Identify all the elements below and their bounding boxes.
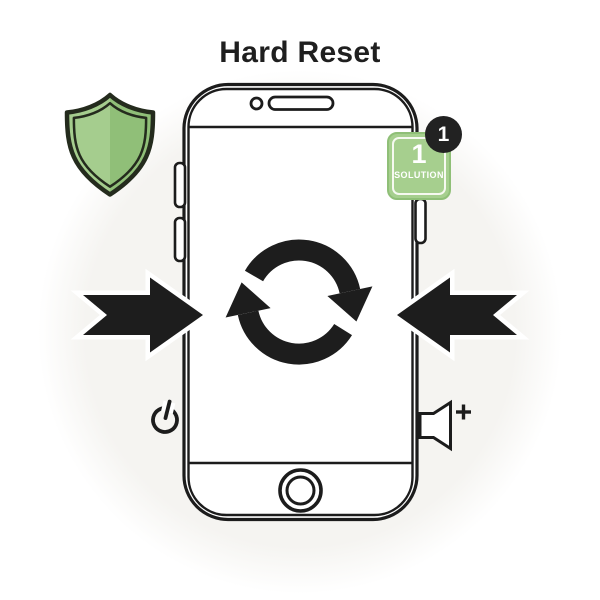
page-title: Hard Reset (219, 36, 381, 69)
shield-icon (64, 92, 156, 197)
phone-inner-frame (187, 87, 414, 517)
notification-count: 1 (437, 122, 450, 146)
volume-plus-icon (418, 399, 471, 452)
home-button-icon (278, 468, 323, 513)
left-side-button-top (173, 161, 187, 209)
phone-side-buttons (173, 161, 427, 263)
refresh-arrows-icon (225, 239, 373, 365)
right-side-button (414, 197, 427, 245)
phone-outline (182, 82, 419, 522)
front-camera-icon (249, 96, 264, 111)
arrow-press-left-icon (389, 268, 530, 362)
notification-badge: 1 (425, 116, 462, 153)
solution-count: 1 (411, 139, 427, 169)
left-side-button-bottom (173, 216, 187, 263)
arrow-press-right-icon (70, 268, 211, 362)
solution-label: SOLUTION (394, 170, 444, 180)
phone-screen-lines (189, 125, 412, 465)
power-icon (151, 399, 179, 434)
earpiece-speaker-icon (267, 95, 335, 111)
